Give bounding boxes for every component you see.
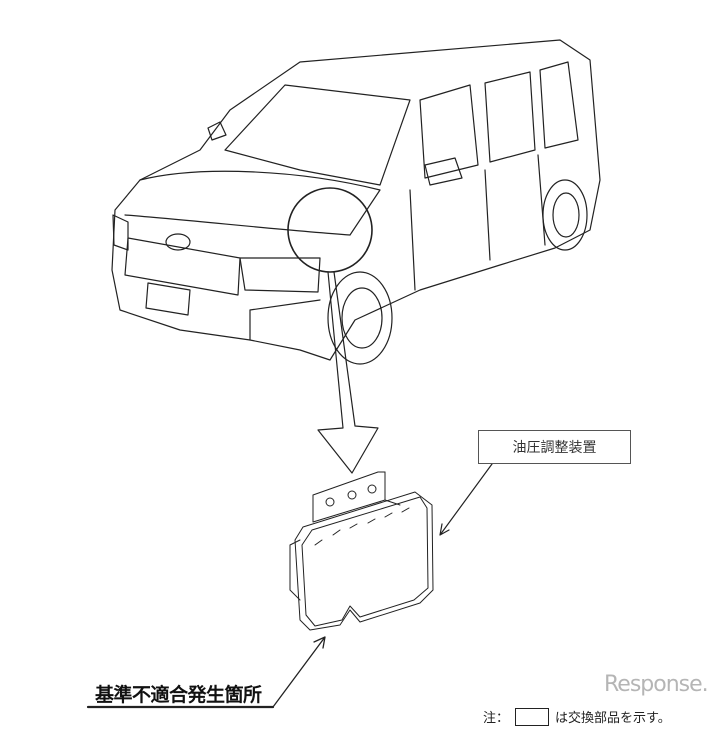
abs-actuator-illustration (289, 471, 434, 631)
note-text: は交換部品を示す。 (555, 711, 671, 726)
watermark-logo: Response. (604, 672, 709, 697)
part-label-box: 油圧調整装置 (478, 430, 631, 464)
car-illustration (111, 39, 601, 365)
part-leader-arrow (439, 463, 493, 536)
replacement-part-box-symbol (515, 707, 550, 726)
note-prefix: 注： (483, 711, 510, 726)
detail-circle (287, 187, 373, 273)
legend-note: 注： は交換部品を示す。 (483, 707, 671, 726)
defect-location-label: 基準不適合発生箇所 (95, 684, 262, 706)
part-label: 油圧調整装置 (512, 440, 597, 456)
down-arrow (317, 271, 379, 474)
